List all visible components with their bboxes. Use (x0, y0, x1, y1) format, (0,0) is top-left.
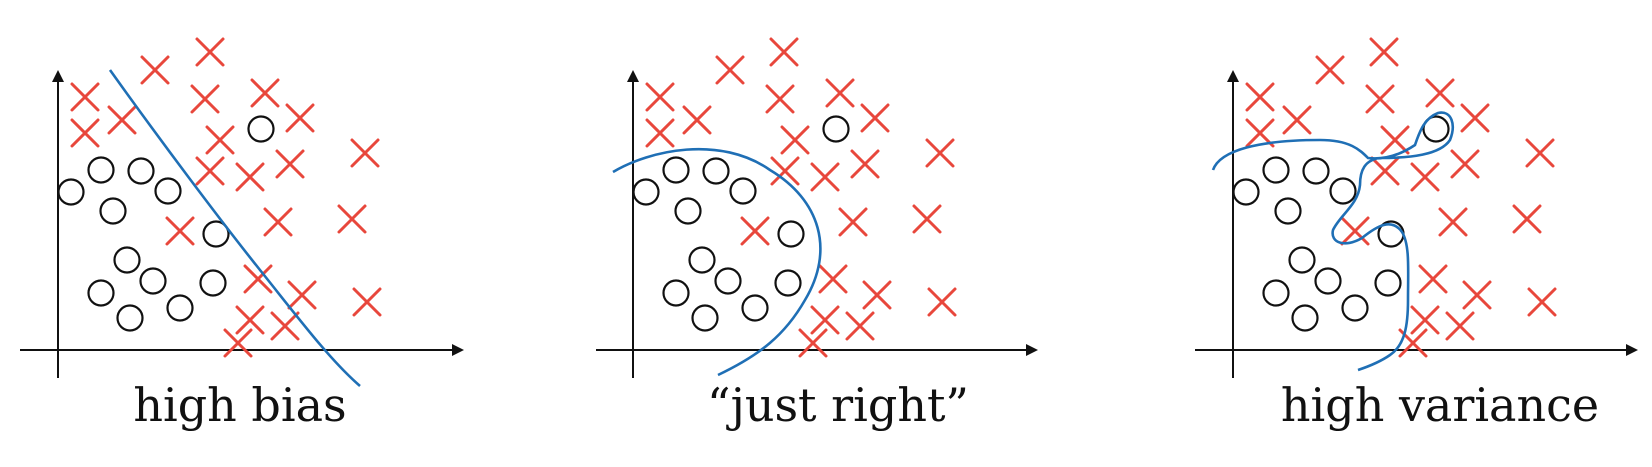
panel-high-variance: high variance (1195, 37, 1638, 432)
caption-just-right: “just right” (707, 378, 969, 432)
caption-high-bias: high bias (133, 378, 346, 432)
positive-class-crosses (1245, 37, 1557, 358)
decision-boundary-curve (612, 147, 822, 377)
positive-class-crosses (70, 37, 382, 358)
negative-class-circles (1232, 115, 1450, 332)
decision-boundary-line (108, 69, 361, 387)
panel-high-bias: high bias (20, 37, 464, 432)
caption-high-variance: high variance (1281, 378, 1599, 432)
panel-just-right: “just right” (596, 37, 1038, 432)
decision-boundary-overfit-curve (1211, 111, 1454, 372)
